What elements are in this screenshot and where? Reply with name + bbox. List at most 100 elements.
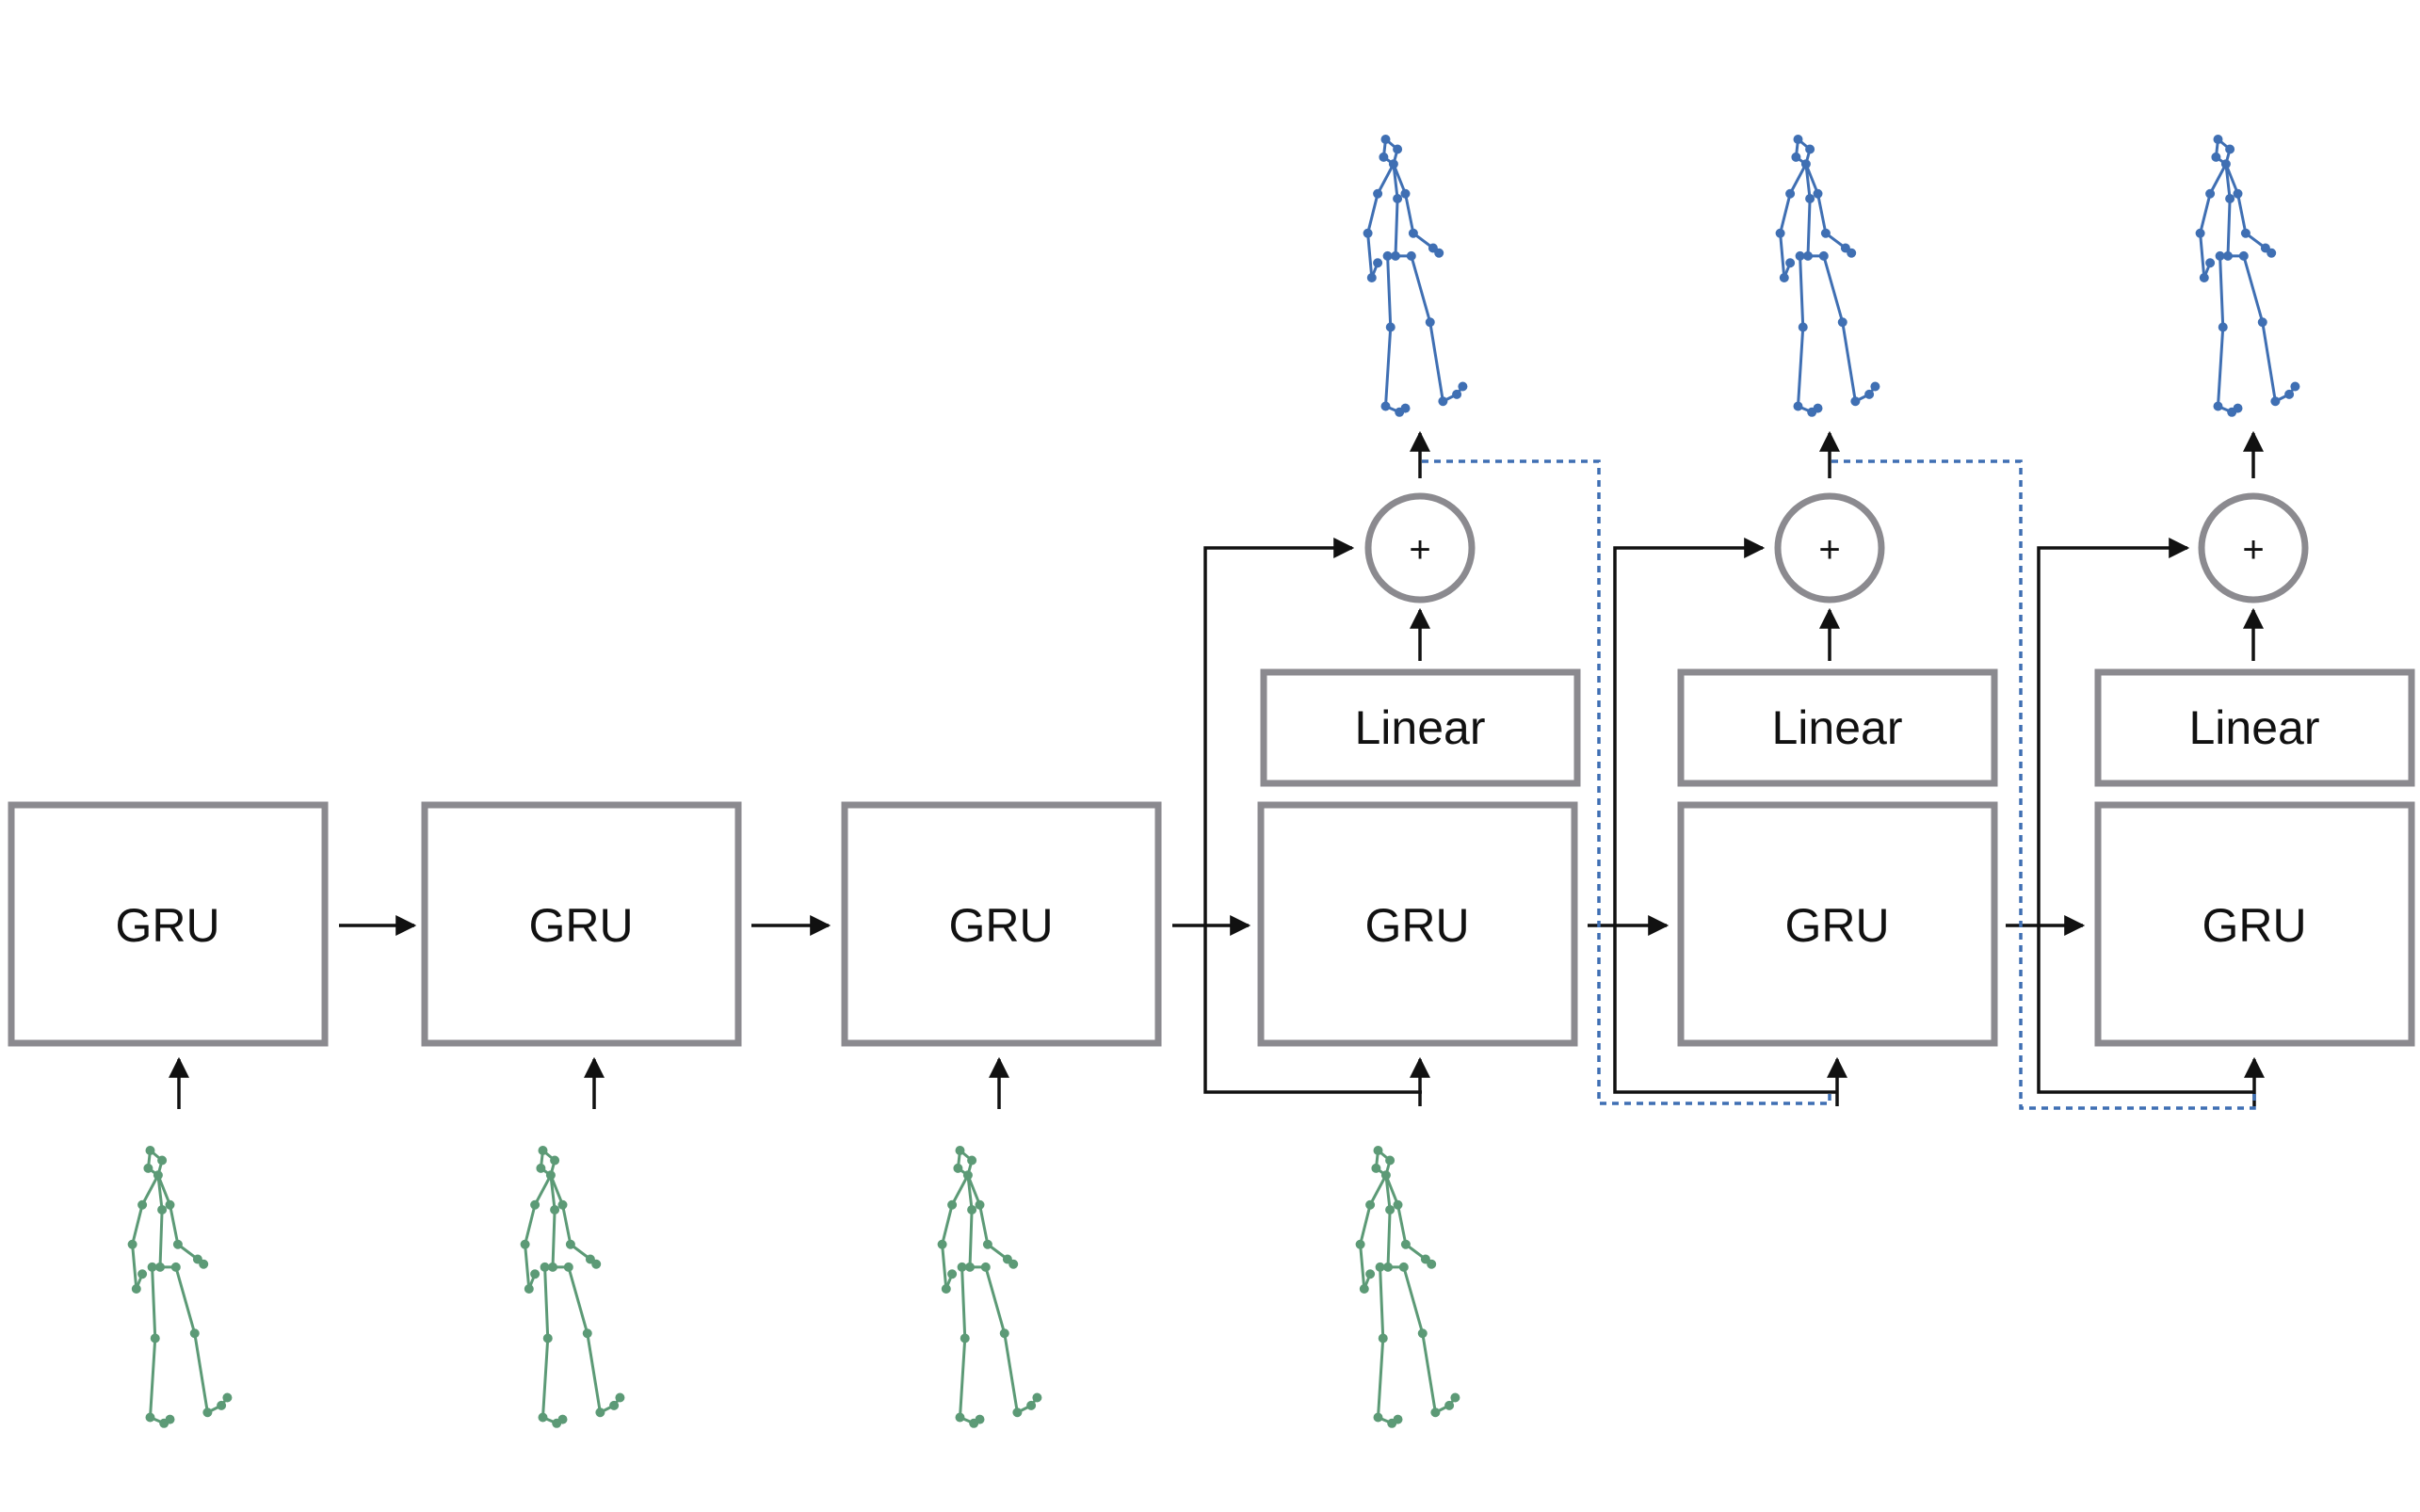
skeleton-joint <box>615 1392 625 1403</box>
residual-path-3 <box>2037 538 2254 1094</box>
skeleton-bone <box>1376 162 1396 196</box>
skeleton-joint <box>1375 1262 1385 1272</box>
skeleton-joint <box>1398 1262 1409 1272</box>
skeleton-joint <box>2205 258 2216 268</box>
skeleton-joint <box>524 1284 534 1294</box>
skeleton-bone <box>968 1208 974 1269</box>
skeleton-joint <box>2223 250 2233 261</box>
input-pose-4 <box>1355 1146 1460 1428</box>
skeleton-joint <box>199 1259 209 1269</box>
skeleton-joint <box>1032 1392 1042 1403</box>
skeleton-joint <box>1417 1328 1428 1339</box>
skeleton-bone <box>1822 254 1845 324</box>
skeleton-bone <box>533 1173 553 1207</box>
skeleton-joint <box>147 1262 157 1272</box>
skeleton-joint <box>1775 228 1785 238</box>
skeleton-joint <box>1379 152 1389 162</box>
skeleton-joint <box>1785 258 1796 268</box>
sum-node-2: + <box>1774 492 1885 603</box>
gru-label: GRU <box>1784 899 1889 952</box>
skeleton-bone <box>1797 326 1805 408</box>
skeleton-joint <box>189 1328 200 1339</box>
skeleton-bone <box>1384 326 1393 408</box>
skeleton-bone <box>1404 192 1415 235</box>
skeleton-joint <box>595 1407 605 1418</box>
skeleton-joint <box>2240 228 2251 238</box>
skeleton-joint <box>222 1392 233 1403</box>
skeleton-bone <box>984 1265 1007 1335</box>
skeleton-bone <box>960 1265 967 1340</box>
skeleton-bone <box>586 1331 602 1414</box>
skeleton-joint <box>1400 188 1411 199</box>
skeleton-joint <box>155 1262 165 1272</box>
skeleton-joint <box>550 1205 560 1214</box>
skeleton-joint <box>2211 152 2221 162</box>
skeleton-joint <box>1458 381 1468 392</box>
skeleton-joint <box>1444 1400 1455 1410</box>
skeleton-joint <box>127 1239 137 1249</box>
skeleton-joint <box>145 1412 155 1423</box>
skeleton-joint <box>2225 194 2235 203</box>
skeleton-joint <box>1366 273 1377 282</box>
skeleton-joint <box>1427 1259 1437 1269</box>
skeleton-joint <box>1380 401 1391 411</box>
skeleton-joint <box>1805 144 1815 154</box>
skeleton-joint <box>1779 273 1789 282</box>
sum-node-3: + <box>2198 492 2309 603</box>
skeleton-joint <box>955 1412 965 1423</box>
skeleton-bone <box>524 1243 531 1291</box>
decoder-gru-1: GRU <box>1257 801 1578 1047</box>
skeleton-bone <box>2224 162 2232 201</box>
skeleton-joint <box>1388 159 1398 169</box>
plus-symbol: + <box>1409 529 1430 571</box>
skeleton-joint <box>557 1199 568 1210</box>
skeleton-joint <box>975 1199 985 1210</box>
skeleton-bone <box>1799 254 1805 329</box>
skeleton-joint <box>1818 250 1829 261</box>
skeleton-bone <box>2218 254 2225 329</box>
encoder-gru-3: GRU <box>841 801 1162 1047</box>
skeleton-joint <box>2267 248 2277 258</box>
skeleton-joint <box>1406 250 1416 261</box>
skeleton-joint <box>202 1407 213 1418</box>
skeleton-bone <box>561 1203 573 1247</box>
skeleton-bone <box>1841 320 1857 403</box>
skeleton-joint <box>1385 1155 1396 1166</box>
skeleton-joint <box>2238 250 2249 261</box>
skeleton-joint <box>1847 248 1857 258</box>
input-pose-1 <box>127 1146 233 1428</box>
skeleton-joint <box>1359 1284 1369 1294</box>
skeleton-joint <box>1008 1259 1019 1269</box>
skeleton-joint <box>953 1163 963 1173</box>
skeleton-joint <box>1373 188 1383 199</box>
skeleton-joint <box>582 1328 592 1339</box>
skeleton-joint <box>536 1163 546 1173</box>
skeleton-joint <box>557 1414 568 1424</box>
skeleton-joint <box>1798 322 1808 332</box>
skeleton-joint <box>1452 389 1462 399</box>
skeleton-joint <box>548 1262 557 1272</box>
skeleton-joint <box>1425 317 1435 328</box>
skeleton-joint <box>542 1333 553 1343</box>
skeleton-bone <box>2242 254 2265 324</box>
skeleton-bone <box>1386 254 1393 329</box>
residual-connections <box>1203 538 2254 1094</box>
output-pose-2 <box>1775 135 1880 417</box>
skeleton-joint <box>1820 228 1831 238</box>
skeleton-bone <box>941 1243 948 1291</box>
skeleton-joint <box>1391 250 1400 261</box>
skeleton-bone <box>567 1265 589 1335</box>
skeleton-bone <box>1386 1208 1392 1269</box>
skeleton-bone <box>158 1208 164 1269</box>
skeleton-joint <box>1813 188 1823 199</box>
output-arrows <box>1410 430 2264 661</box>
skeleton-bone <box>1394 197 1399 258</box>
skeleton-joint <box>137 1199 148 1210</box>
skeleton-bone <box>1804 162 1812 201</box>
skeleton-bone <box>1788 162 1808 196</box>
skeleton-joint <box>1385 1205 1396 1214</box>
skeleton-bone <box>950 1173 970 1207</box>
encoder-gru-2: GRU <box>421 801 742 1047</box>
skeleton-joint <box>1430 1407 1441 1418</box>
gru-label: GRU <box>2202 899 2306 952</box>
